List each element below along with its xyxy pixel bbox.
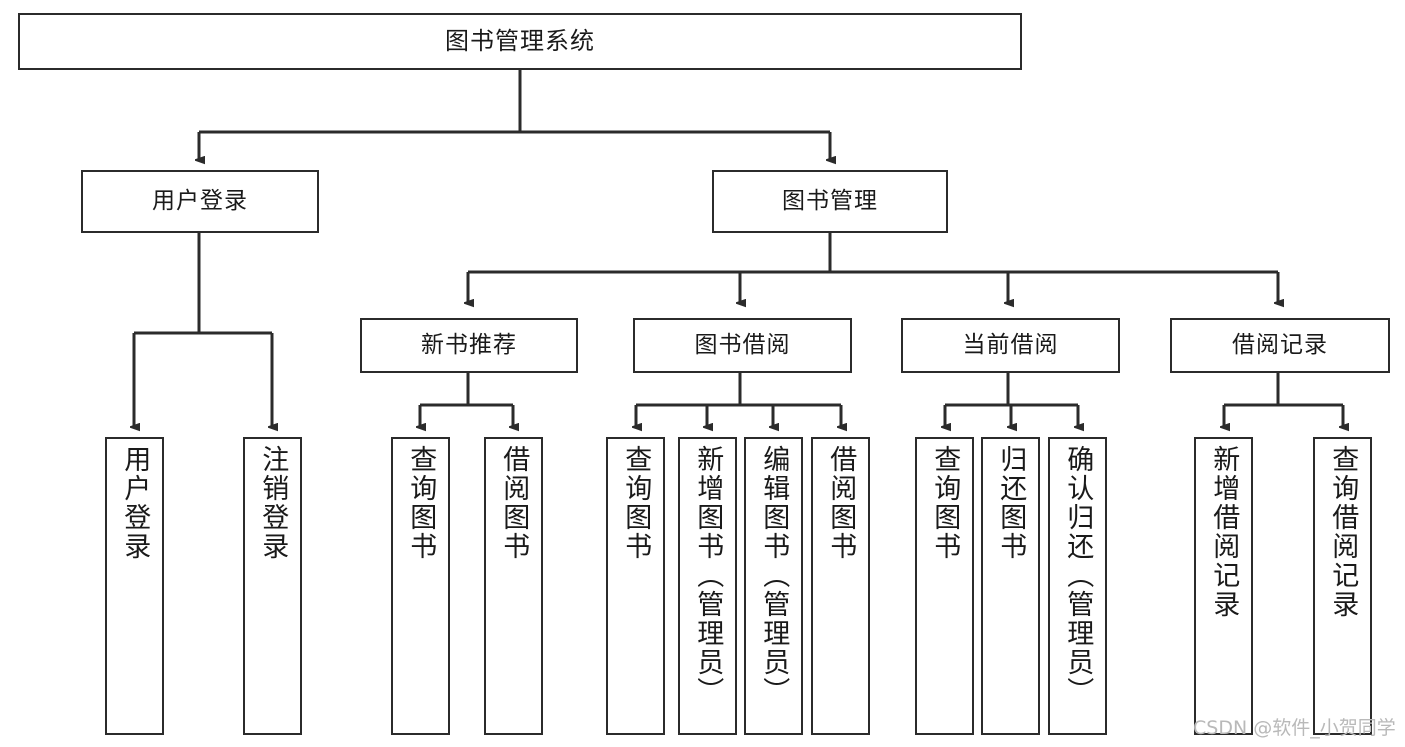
node-leaf-borrow-book-2[interactable]: 借阅图书 [811,437,870,735]
node-leaf-query-book-2-label: 查询图书 [620,445,652,561]
node-book-borrow-label: 图书借阅 [694,331,791,358]
node-book-manage-label: 图书管理 [782,187,878,214]
node-leaf-user-login-label: 用户登录 [119,445,151,561]
node-leaf-add-record[interactable]: 新增借阅记录 [1194,437,1253,735]
node-leaf-user-login[interactable]: 用户登录 [105,437,164,735]
node-leaf-query-record[interactable]: 查询借阅记录 [1313,437,1372,735]
node-book-borrow[interactable]: 图书借阅 [633,318,852,373]
node-leaf-logout[interactable]: 注销登录 [243,437,302,735]
node-leaf-borrow-book-1-label: 借阅图书 [498,445,530,561]
node-leaf-confirm-return[interactable]: 确认归还（管理员） [1048,437,1107,735]
node-leaf-borrow-book-2-label: 借阅图书 [825,445,857,561]
node-new-book-rec[interactable]: 新书推荐 [360,318,578,373]
node-leaf-logout-label: 注销登录 [257,445,289,561]
watermark-text: CSDN @软件_小贺同学 [1193,717,1396,739]
node-current-borrow-label: 当前借阅 [962,331,1059,358]
node-leaf-borrow-book-1[interactable]: 借阅图书 [484,437,543,735]
node-book-manage[interactable]: 图书管理 [712,170,948,233]
node-leaf-query-book-1[interactable]: 查询图书 [391,437,450,735]
node-leaf-add-book[interactable]: 新增图书（管理员） [678,437,737,735]
node-user-login-label: 用户登录 [152,187,248,214]
node-root-label: 图书管理系统 [445,27,595,56]
node-leaf-query-book-1-label: 查询图书 [405,445,437,561]
node-leaf-query-book-2[interactable]: 查询图书 [606,437,665,735]
node-leaf-confirm-return-label: 确认归还（管理员） [1062,445,1094,706]
node-borrow-record-label: 借阅记录 [1232,331,1328,358]
node-borrow-record[interactable]: 借阅记录 [1170,318,1390,373]
node-leaf-return-book-label: 归还图书 [995,445,1027,561]
node-leaf-edit-book[interactable]: 编辑图书（管理员） [744,437,803,735]
node-root[interactable]: 图书管理系统 [18,13,1022,70]
node-user-login[interactable]: 用户登录 [81,170,319,233]
node-leaf-edit-book-label: 编辑图书（管理员） [758,445,790,706]
node-new-book-rec-label: 新书推荐 [421,331,517,358]
node-leaf-query-book-3[interactable]: 查询图书 [915,437,974,735]
node-leaf-query-book-3-label: 查询图书 [929,445,961,561]
node-leaf-return-book[interactable]: 归还图书 [981,437,1040,735]
node-leaf-add-book-label: 新增图书（管理员） [692,445,724,706]
node-leaf-query-record-label: 查询借阅记录 [1327,445,1359,619]
node-current-borrow[interactable]: 当前借阅 [901,318,1120,373]
node-leaf-add-record-label: 新增借阅记录 [1208,445,1240,619]
